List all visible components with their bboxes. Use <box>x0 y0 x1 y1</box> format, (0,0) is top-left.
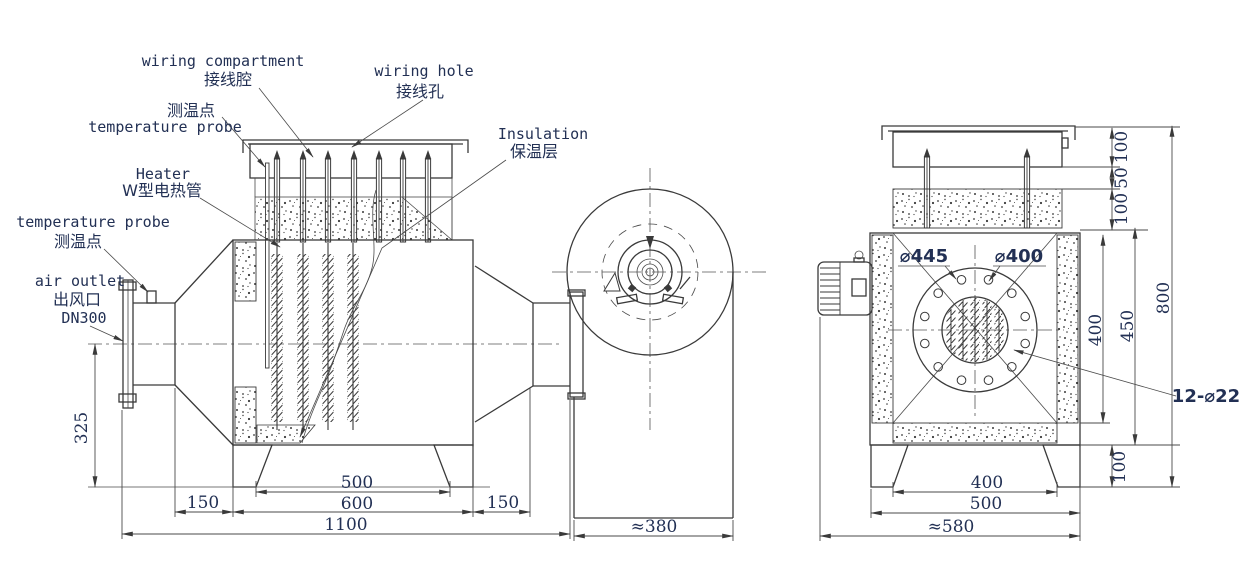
dim-rv-total-height: 800 <box>1154 282 1174 314</box>
dim-outlet-height: 325 <box>72 412 92 444</box>
break-line <box>301 189 377 444</box>
label-wiring-compartment-en: wiring compartment <box>142 52 305 70</box>
end-box <box>869 232 1081 446</box>
label-wiring-hole-zh: 接线孔 <box>396 82 444 101</box>
fan-impeller-dashed <box>601 223 699 321</box>
end-lid <box>881 125 1076 140</box>
dim-rv-leg-height: 100 <box>1110 451 1130 483</box>
dim-offset-left: 150 <box>187 493 219 513</box>
motor-terminal-box <box>851 278 867 297</box>
label-air-outlet-zh: 出风口 <box>53 290 101 309</box>
label-insulation-en: Insulation <box>498 125 588 143</box>
label-temp-probe-top-zh: 测温点 <box>167 101 215 120</box>
dim-rv-gap: 50 <box>1112 167 1132 189</box>
dim-rv-insulation: 100 <box>1112 193 1132 225</box>
label-temp-probe-left-en: temperature probe <box>16 213 170 231</box>
label-temp-probe-left-zh: 测温点 <box>54 232 102 251</box>
fan-inlet-flange <box>569 291 584 398</box>
leader-lines <box>89 87 1177 438</box>
label-insulation-zh: 保温层 <box>510 142 558 161</box>
dim-base-outer: 600 <box>341 494 373 514</box>
end-insulation-band <box>892 188 1063 229</box>
eyebolt-icon <box>854 250 864 260</box>
opening-circle <box>941 296 1009 364</box>
insulation-left-wall-upper <box>234 241 257 302</box>
dim-rv-mid-height: 450 <box>1118 310 1138 342</box>
end-insulation-right <box>1056 234 1079 424</box>
side-view <box>88 139 586 488</box>
insulation-left-wall-lower <box>234 386 257 444</box>
fan-inlet-cone <box>474 265 586 423</box>
latch <box>1061 137 1069 149</box>
label-wiring-compartment-zh: 接线腔 <box>204 70 252 89</box>
outlet-probe-stub <box>146 290 157 304</box>
label-temp-probe-top-en: temperature probe <box>88 118 242 136</box>
dim-rv-top: 100 <box>1112 131 1132 163</box>
dim-bolt-holes: 12-⌀22 <box>1172 386 1240 407</box>
label-wiring-hole-en: wiring hole <box>374 62 473 80</box>
dim-rv-inner-height: 400 <box>1086 314 1106 346</box>
air-outlet-assembly <box>118 239 234 446</box>
label-air-outlet-en: air outlet <box>35 272 125 290</box>
heater-box <box>232 239 474 446</box>
end-insulation-left <box>871 234 894 424</box>
annotations: wiring compartment 接线腔 wiring hole 接线孔 测… <box>16 52 1240 537</box>
dim-flange-diameter: ⌀445 <box>900 246 948 267</box>
label-heater-en: Heater <box>136 165 190 183</box>
dim-base-inner: 500 <box>341 473 373 493</box>
dim-rv-total-width: ≈580 <box>928 517 975 537</box>
label-heater-zh: W型电热管 <box>122 181 202 200</box>
fan-motor <box>817 250 873 316</box>
dim-fan-width: ≈380 <box>631 517 678 537</box>
temperature-probe-rod <box>265 162 270 369</box>
hub-key-pointer <box>646 236 654 249</box>
dim-rv-base-outer: 500 <box>970 494 1002 514</box>
end-wiring-compartment <box>892 131 1063 168</box>
end-insulation-bottom <box>892 422 1058 444</box>
end-heater-elements <box>946 298 1004 362</box>
dimension-lines <box>92 125 1180 541</box>
bolt-holes <box>920 275 1030 386</box>
centrifugal-fan <box>552 168 768 519</box>
label-air-outlet-dn: DN300 <box>61 309 106 327</box>
dim-rv-base-inner: 400 <box>971 473 1003 493</box>
dim-opening-diameter: ⌀400 <box>995 246 1043 267</box>
flange-circle <box>912 267 1038 393</box>
dim-offset-right: 150 <box>487 493 519 513</box>
fan-hub <box>603 236 691 305</box>
dim-total-length: 1100 <box>324 515 367 535</box>
